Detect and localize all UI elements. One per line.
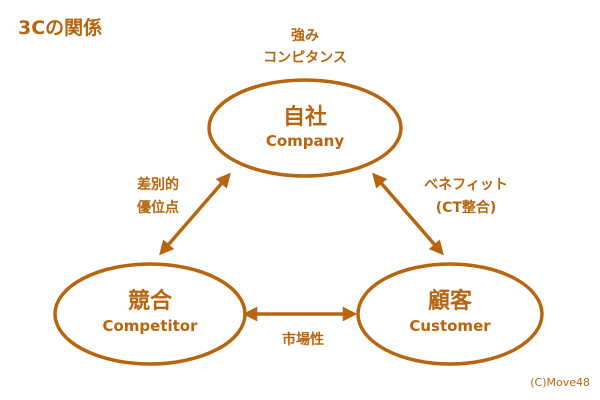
marketability-label: 市場性 — [282, 331, 324, 348]
credit-text: (C)Move48 — [530, 376, 590, 389]
customer-ellipse — [356, 262, 544, 366]
advantage-label: 優位点 — [136, 199, 179, 216]
company-strength-label: 強み — [291, 27, 319, 44]
competitor-jp-label: 競合 — [128, 288, 173, 314]
competitor-en-label: Competitor — [102, 317, 198, 335]
differentiation-label: 差別的 — [137, 176, 179, 193]
page-title: 3Cの関係 — [18, 16, 102, 39]
company-node: 自社 Company — [207, 78, 403, 178]
benefit-label: ベネフィット — [424, 177, 508, 193]
customer-en-label: Customer — [409, 317, 491, 335]
company-competence-label: コンピタンス — [263, 50, 347, 66]
customer-jp-label: 顧客 — [428, 288, 473, 314]
competitor-node: 競合 Competitor — [53, 262, 247, 366]
company-jp-label: 自社 — [283, 104, 327, 130]
company-competitor-arrow — [159, 172, 231, 256]
company-en-label: Company — [266, 132, 344, 150]
customer-node: 顧客 Customer — [356, 262, 544, 366]
company-ellipse — [207, 78, 403, 178]
company-customer-arrow — [372, 172, 444, 256]
competitor-ellipse — [53, 262, 247, 366]
ct-alignment-label: (CT整合) — [436, 199, 497, 216]
